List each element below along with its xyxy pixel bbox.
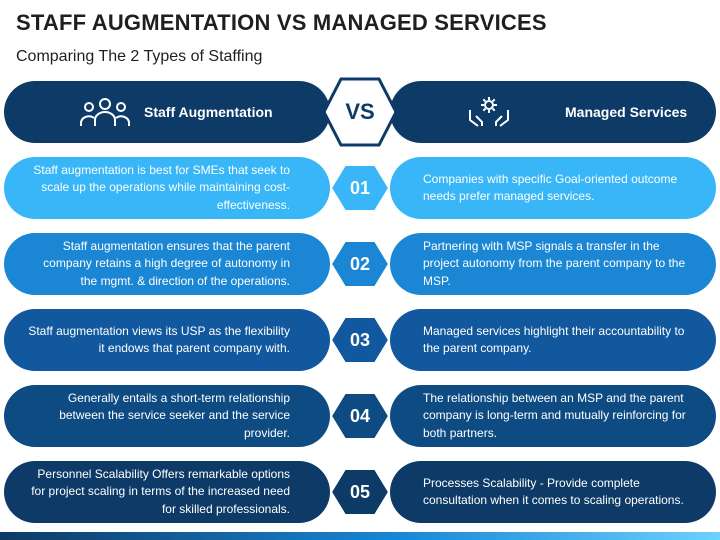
row-2-right: Partnering with MSP signals a transfer i… bbox=[390, 233, 716, 295]
row-3-left: Staff augmentation views its USP as the … bbox=[4, 309, 330, 371]
row-2-number: 02 bbox=[349, 253, 371, 274]
row-3-left-text: Staff augmentation views its USP as the … bbox=[28, 323, 290, 355]
page-title: STAFF AUGMENTATION VS MANAGED SERVICES bbox=[16, 10, 547, 35]
number-hexagon-5: 05 bbox=[330, 468, 390, 516]
row-5-left: Personnel Scalability Offers remarkable … bbox=[4, 461, 330, 523]
row-2-left-text: Staff augmentation ensures that the pare… bbox=[43, 238, 290, 288]
vs-hexagon: VS bbox=[322, 76, 398, 148]
row-5-left-text: Personnel Scalability Offers remarkable … bbox=[31, 466, 290, 516]
gear-hands-icon bbox=[469, 97, 509, 127]
footer-gradient-bar bbox=[0, 532, 720, 540]
row-1-left-text: Staff augmentation is best for SMEs that… bbox=[33, 162, 290, 212]
row-5-right-text: Processes Scalability - Provide complete… bbox=[423, 475, 684, 507]
row-5-right: Processes Scalability - Provide complete… bbox=[390, 461, 716, 523]
page-subtitle: Comparing The 2 Types of Staffing bbox=[16, 48, 263, 65]
row-4-left: Generally entails a short-term relations… bbox=[4, 385, 330, 447]
vs-label: VS bbox=[345, 99, 375, 124]
row-4-number: 04 bbox=[349, 405, 371, 426]
row-1-left: Staff augmentation is best for SMEs that… bbox=[4, 157, 330, 219]
row-3-number: 03 bbox=[349, 329, 371, 350]
header-managed-services: Managed Services bbox=[390, 81, 716, 143]
number-hexagon-2: 02 bbox=[330, 240, 390, 288]
number-hexagon-4: 04 bbox=[330, 392, 390, 440]
header-staff-augmentation: Staff Augmentation bbox=[4, 81, 330, 143]
people-group-icon bbox=[80, 98, 130, 126]
number-hexagon-3: 03 bbox=[330, 316, 390, 364]
header-left-label: Staff Augmentation bbox=[144, 103, 273, 120]
row-3-right-text: Managed services highlight their account… bbox=[423, 323, 685, 355]
row-3-right: Managed services highlight their account… bbox=[390, 309, 716, 371]
row-4-right-text: The relationship between an MSP and the … bbox=[423, 390, 686, 440]
row-1-right: Companies with specific Goal-oriented ou… bbox=[390, 157, 716, 219]
row-1-number: 01 bbox=[349, 177, 371, 198]
row-4-left-text: Generally entails a short-term relations… bbox=[59, 390, 290, 440]
row-4-right: The relationship between an MSP and the … bbox=[390, 385, 716, 447]
number-hexagon-1: 01 bbox=[330, 164, 390, 212]
row-5-number: 05 bbox=[349, 481, 371, 502]
header-right-label: Managed Services bbox=[565, 103, 688, 120]
row-2-right-text: Partnering with MSP signals a transfer i… bbox=[423, 238, 686, 288]
row-2-left: Staff augmentation ensures that the pare… bbox=[4, 233, 330, 295]
row-1-right-text: Companies with specific Goal-oriented ou… bbox=[423, 171, 678, 203]
